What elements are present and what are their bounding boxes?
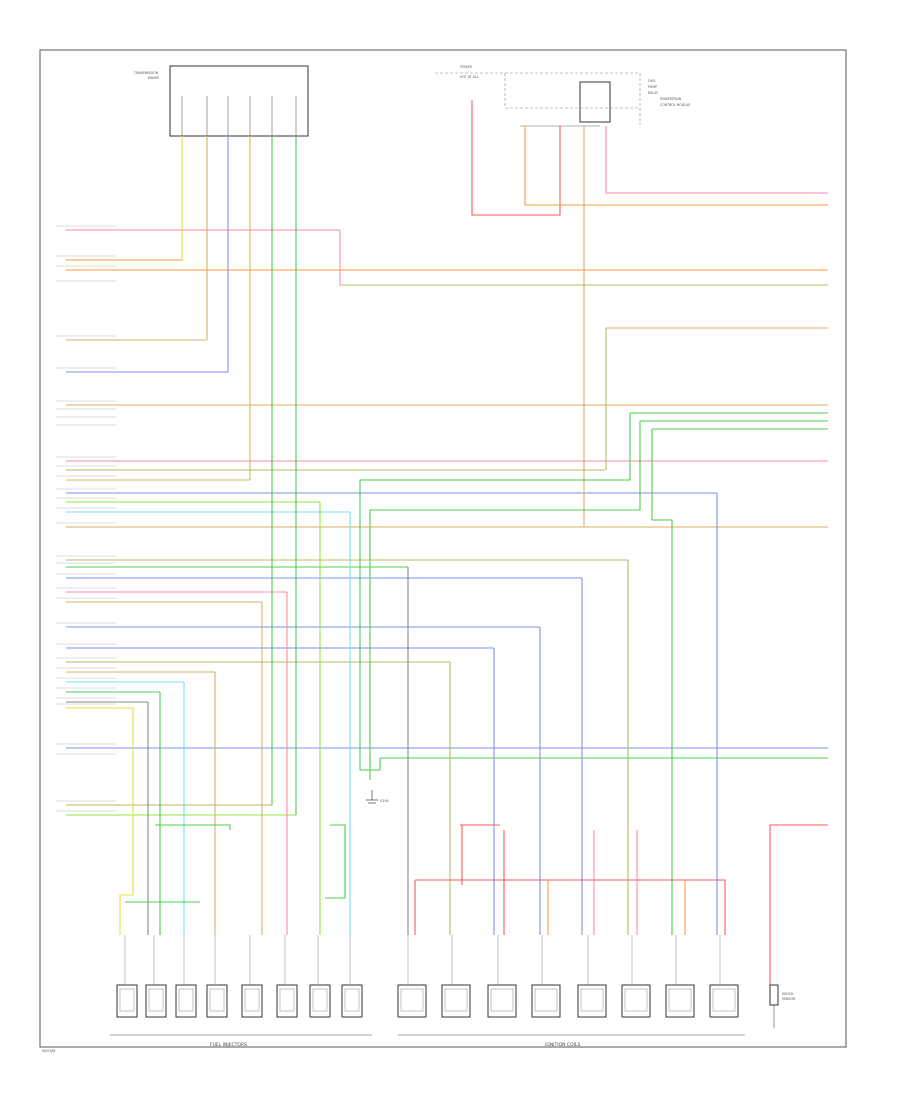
svg-text:PUMP: PUMP [648,85,657,89]
fuel-injector-body [209,988,225,1012]
svg-text:TRANSMISSION: TRANSMISSION [133,71,159,75]
fuel-injector [116,984,138,1018]
fuel-injector-body [178,988,194,1012]
ignition-coil-body [400,988,424,1012]
ignition-coil-body [668,988,692,1012]
fuel-injector-body [148,988,164,1012]
fuel-injector-body [244,988,260,1012]
ignition-coil [665,984,695,1018]
diagram-frame [39,49,847,1048]
ignition-coil [531,984,561,1018]
svg-text:KNOCK: KNOCK [782,992,794,996]
ignition-coil-body [712,988,736,1012]
ignition-coil [577,984,607,1018]
relay-wire [605,126,828,194]
ignition-coil [397,984,427,1018]
labels-layer [56,225,116,812]
relay-component: POWER HOT AT ALL FUEL PUMP RELAY POWERTR… [435,65,690,127]
power-wire [325,824,346,899]
ignition-coil [621,984,651,1018]
svg-text:RELAY: RELAY [648,91,658,95]
coil-group-label: IGNITION COILS [545,1042,580,1048]
fuel-injector-body [279,988,295,1012]
fuel-injector [206,984,228,1018]
power-wire [155,824,231,830]
ground-symbol: G100 [366,790,389,804]
fuel-injector [175,984,197,1018]
fuel-injector-body [119,988,135,1012]
fuel-injector [341,984,363,1018]
relay-wire [471,100,561,216]
footer-code: W003/W [42,1049,56,1053]
fuel-injector [276,984,298,1018]
ignition-coil [441,984,471,1018]
svg-text:POWERTRAIN: POWERTRAIN [660,97,682,101]
signal-wire [651,429,673,935]
wires-layer [66,100,828,985]
svg-text:RANGE: RANGE [148,76,159,80]
svg-text:CONTROL MODULE: CONTROL MODULE [660,103,690,107]
ignition-coil-body [624,988,648,1012]
ignition-coil-body [490,988,514,1012]
ignition-coil [487,984,517,1018]
svg-text:SENSOR: SENSOR [782,997,796,1001]
relay-wire [524,126,828,206]
svg-text:FUEL: FUEL [648,79,656,83]
signal-wire [359,413,631,771]
ignition-coil-body [534,988,558,1012]
injector-wire [119,708,134,935]
ignition-coil [709,984,739,1018]
right-sensor: KNOCK SENSOR [769,984,796,1028]
signal-wire [369,421,641,780]
ground-label: G100 [380,799,389,803]
ignition-coil-body [580,988,604,1012]
fuel-injector [309,984,331,1018]
ignition-coil-body [444,988,468,1012]
power-wire [415,879,726,935]
fuel-injector-body [312,988,328,1012]
transmission-range-component: TRANSMISSION RANGE [133,65,309,137]
svg-text:POWER: POWER [460,65,473,69]
fuel-injector [241,984,263,1018]
svg-text:HOT AT ALL: HOT AT ALL [460,75,479,79]
injector-group-label: FUEL INJECTORS [210,1042,247,1048]
fuel-injector [145,984,167,1018]
fuel-injector-body [344,988,360,1012]
bottom-components-layer [116,935,739,1018]
